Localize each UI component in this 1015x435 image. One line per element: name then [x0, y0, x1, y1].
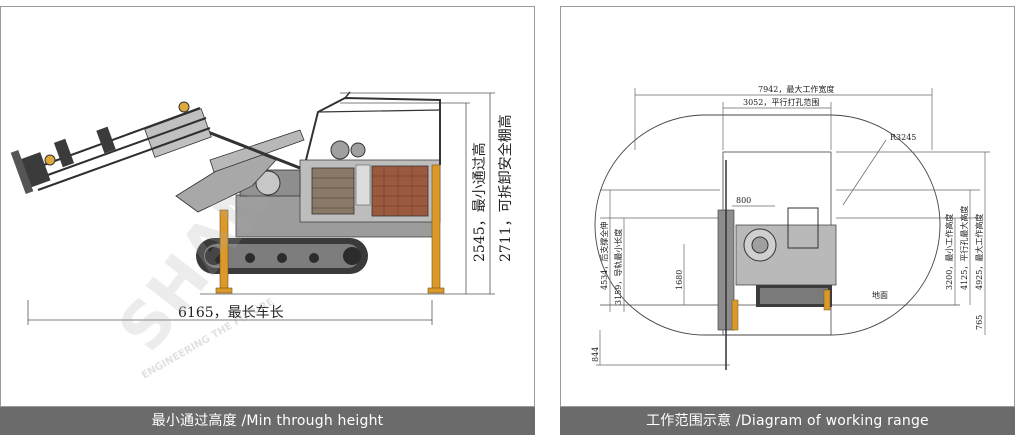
dim-765-label: 765 [975, 315, 984, 330]
machine-body [235, 91, 441, 238]
dim-1680-label: 1680 [675, 270, 684, 290]
parallel-max-height-label: 4125，平行孔最大高度 [959, 206, 969, 290]
length-dimension: 6165，最长车长 [178, 304, 284, 321]
drill-boom [10, 101, 305, 213]
radius-label: R3245 [890, 133, 916, 142]
support-legs [215, 164, 445, 294]
panel-frame [0, 6, 535, 407]
min-height-dimension: 2545，最小通过高 [471, 142, 488, 262]
dim-844-label: 844 [591, 347, 600, 362]
min-height-panel: 6165，最长车长 2545，最小通过高 2711，可拆卸安全棚高 SHAN E… [0, 6, 535, 435]
panel-caption: 工作范围示意 /Diagram of working range [560, 407, 1015, 435]
guide-min-label: 3159，导轨最小长度 [613, 229, 623, 305]
working-range-panel: 7942，最大工作宽度 3052，平行打孔范围 R3245 800 地面 168… [560, 0, 1015, 435]
max-width-label: 7942，最大工作宽度 [758, 84, 834, 94]
canopy-height-dimension: 2711，可拆卸安全棚高 [497, 114, 514, 262]
parallel-range-label: 3052，平行打孔范围 [743, 97, 819, 107]
max-work-height-label: 4925，最大工作高度 [974, 214, 984, 290]
crawler-track [196, 238, 368, 274]
min-work-height-label: 3200，最小工作高度 [944, 214, 954, 290]
working-range-diagram: 7942，最大工作宽度 3052，平行打孔范围 R3245 800 地面 168… [591, 84, 990, 370]
ground-label: 地面 [872, 290, 888, 300]
drill-rig-front-view [717, 160, 837, 370]
panel-caption: 最小通过高度 /Min through height [0, 407, 535, 435]
dim-800-label: 800 [736, 196, 751, 205]
rear-support-label: 4534，后支撑全伸 [599, 222, 609, 290]
drill-rig-side-view: 6165，最长车长 2545，最小通过高 2711，可拆卸安全棚高 [10, 91, 514, 325]
